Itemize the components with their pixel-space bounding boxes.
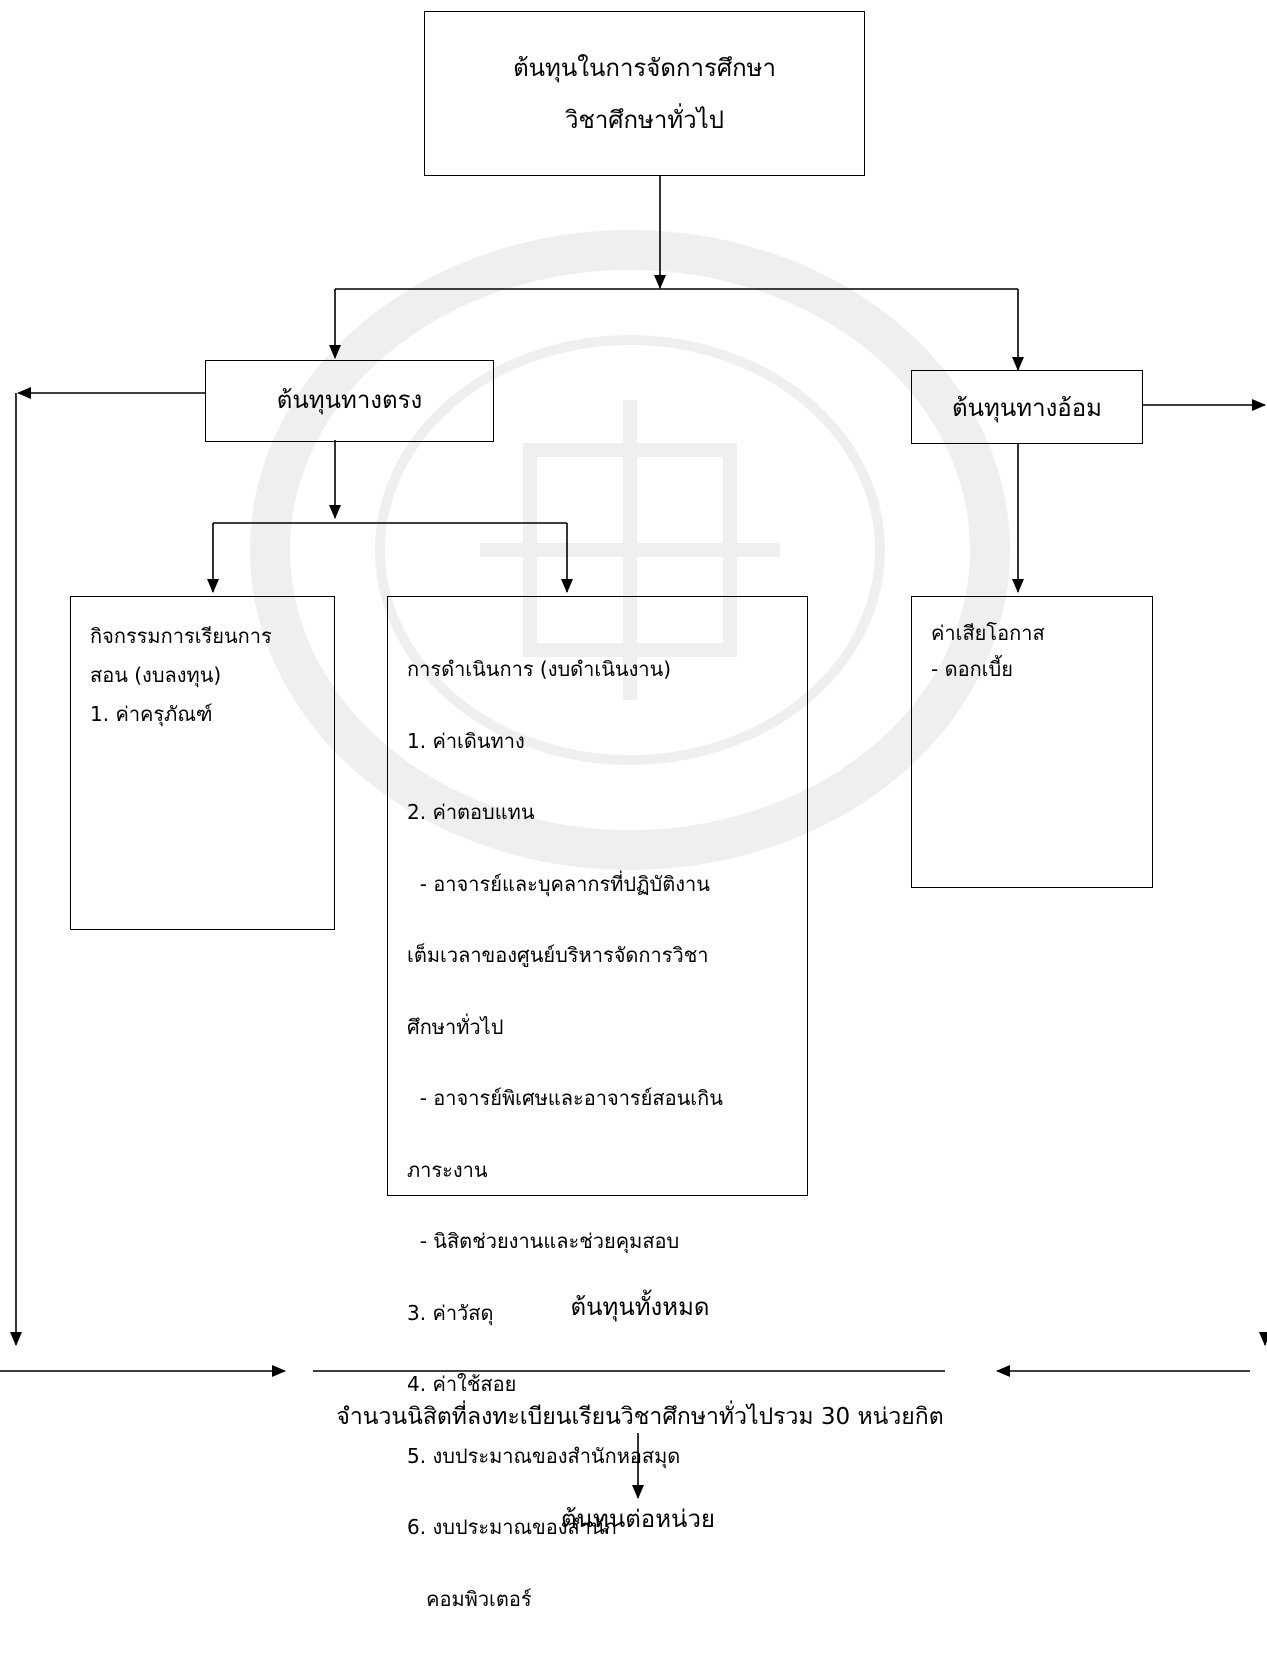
opportunity-line: ค่าเสียโอกาส bbox=[931, 621, 1045, 645]
operation-line: 2. ค่าตอบแทน bbox=[407, 800, 535, 824]
operation-line: 5. งบประมาณของสำนักหอสมุด bbox=[407, 1443, 681, 1468]
operation-line: เต็มเวลาของศูนย์บริหารจัดการวิชา bbox=[407, 943, 709, 967]
operation-line: 1. ค่าเดินทาง bbox=[407, 728, 525, 753]
direct-cost-label: ต้นทุนทางตรง bbox=[276, 386, 423, 414]
total-cost-label: ต้นทุนทั้งหมด bbox=[570, 1293, 710, 1321]
unit-cost-label: ต้นทุนต่อหน่วย bbox=[561, 1505, 715, 1533]
teaching-line: สอน (งบลงทุน) bbox=[90, 663, 222, 687]
university-seal-watermark bbox=[250, 230, 1010, 870]
operation-line: - อาจารย์และบุคลากรที่ปฏิบัติงาน bbox=[407, 871, 710, 896]
opportunity-line: - ดอกเบี้ย bbox=[931, 657, 1013, 681]
operation-line: คอมพิวเตอร์ bbox=[407, 1586, 532, 1611]
operations-box: การดำเนินการ (งบดำเนินงาน) 1. ค่าเดินทาง… bbox=[387, 596, 808, 1611]
operation-line: 4. ค่าใช้สอย bbox=[407, 1372, 517, 1396]
operation-line: - นิสิตช่วยงานและช่วยคุมสอบ bbox=[407, 1229, 680, 1253]
operation-line: การดำเนินการ (งบดำเนินงาน) bbox=[407, 657, 672, 681]
opportunity-cost-box: ค่าเสียโอกาส - ดอกเบี้ย bbox=[911, 596, 1153, 888]
root-cost-box: ต้นทุนในการจัดการศึกษา วิชาศึกษาทั่วไป bbox=[424, 11, 865, 176]
connector-lines bbox=[0, 175, 1267, 1499]
teaching-line: กิจกรรมการเรียนการ bbox=[90, 624, 272, 648]
root-title-line-1: ต้นทุนในการจัดการศึกษา bbox=[513, 54, 776, 82]
teaching-activities-box: กิจกรรมการเรียนการ สอน (งบลงทุน) 1. ค่าค… bbox=[70, 596, 335, 930]
indirect-cost-label: ต้นทุนทางอ้อม bbox=[952, 394, 1102, 422]
operation-line: - อาจารย์พิเศษและอาจารย์สอนเกิน bbox=[407, 1086, 723, 1110]
operation-line: ศึกษาทั่วไป bbox=[407, 1014, 504, 1039]
operation-line: 6. งบประมาณของสำนัก bbox=[407, 1515, 617, 1539]
students-label: จำนวนนิสิตที่ลงทะเบียนเรียนวิชาศึกษาทั่ว… bbox=[336, 1404, 944, 1430]
operation-line: ภาระงาน bbox=[407, 1157, 488, 1182]
direct-cost-box: ต้นทุนทางตรง bbox=[205, 360, 494, 442]
root-title-line-2: วิชาศึกษาทั่วไป bbox=[565, 106, 724, 134]
teaching-line: 1. ค่าครุภัณฑ์ bbox=[90, 702, 213, 726]
indirect-cost-box: ต้นทุนทางอ้อม bbox=[911, 370, 1143, 444]
operation-line: 3. ค่าวัสดุ bbox=[407, 1300, 494, 1325]
